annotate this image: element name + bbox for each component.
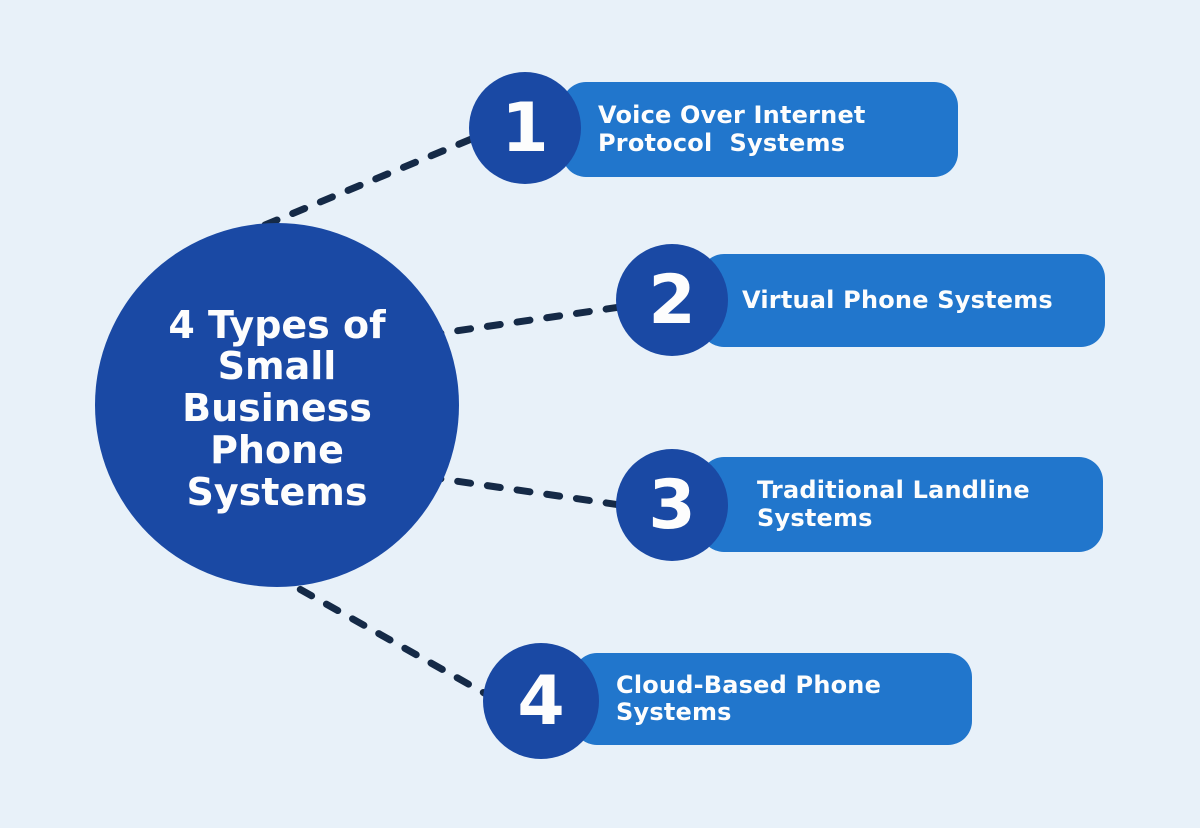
connector-line-2 bbox=[424, 299, 652, 339]
item-number-4: 4 bbox=[517, 661, 565, 741]
item-label-bar-1: Voice Over Internet Protocol Systems bbox=[562, 82, 958, 177]
connector-line-3 bbox=[424, 473, 652, 513]
item-label-bar-2: Virtual Phone Systems bbox=[700, 254, 1105, 347]
connector-line-4 bbox=[244, 556, 522, 716]
item-number-badge-2: 2 bbox=[616, 244, 728, 356]
item-number-2: 2 bbox=[648, 260, 696, 340]
item-label-1: Voice Over Internet Protocol Systems bbox=[598, 101, 866, 157]
item-number-3: 3 bbox=[648, 465, 696, 545]
item-label-4: Cloud-Based Phone Systems bbox=[616, 670, 882, 726]
item-number-1: 1 bbox=[501, 88, 549, 168]
item-label-bar-3: Traditional Landline Systems bbox=[700, 457, 1103, 552]
item-label-3: Traditional Landline Systems bbox=[757, 476, 1030, 532]
item-label-2: Virtual Phone Systems bbox=[742, 285, 1053, 314]
central-topic-circle: 4 Types of Small Business Phone Systems bbox=[95, 223, 459, 587]
item-number-badge-1: 1 bbox=[469, 72, 581, 184]
central-topic-title: 4 Types of Small Business Phone Systems bbox=[168, 302, 386, 514]
connector-line-1 bbox=[261, 121, 509, 229]
item-label-bar-4: Cloud-Based Phone Systems bbox=[573, 653, 972, 745]
item-number-badge-3: 3 bbox=[616, 449, 728, 561]
item-number-badge-4: 4 bbox=[483, 643, 599, 759]
